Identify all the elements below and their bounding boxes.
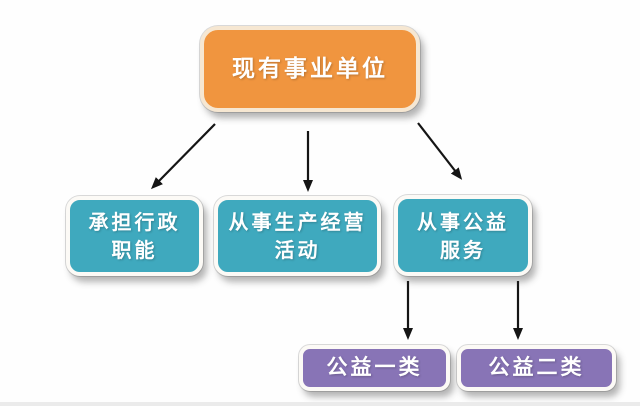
node-production-business-activities: 从事生产经营 活动: [214, 196, 381, 276]
node-administrative-functions: 承担行政 职能: [66, 196, 203, 276]
node-public-welfare-class-2: 公益二类: [457, 345, 616, 391]
node-existing-public-institutions: 现有事业单位: [200, 26, 420, 112]
image-bottom-edge: [0, 402, 640, 406]
arrow-root-to-public-welfare: [417, 122, 463, 180]
node-public-welfare-class-1: 公益一类: [299, 345, 450, 391]
node-public-welfare-services: 从事公益 服务: [394, 195, 532, 276]
arrow-root-to-administrative: [150, 123, 216, 190]
